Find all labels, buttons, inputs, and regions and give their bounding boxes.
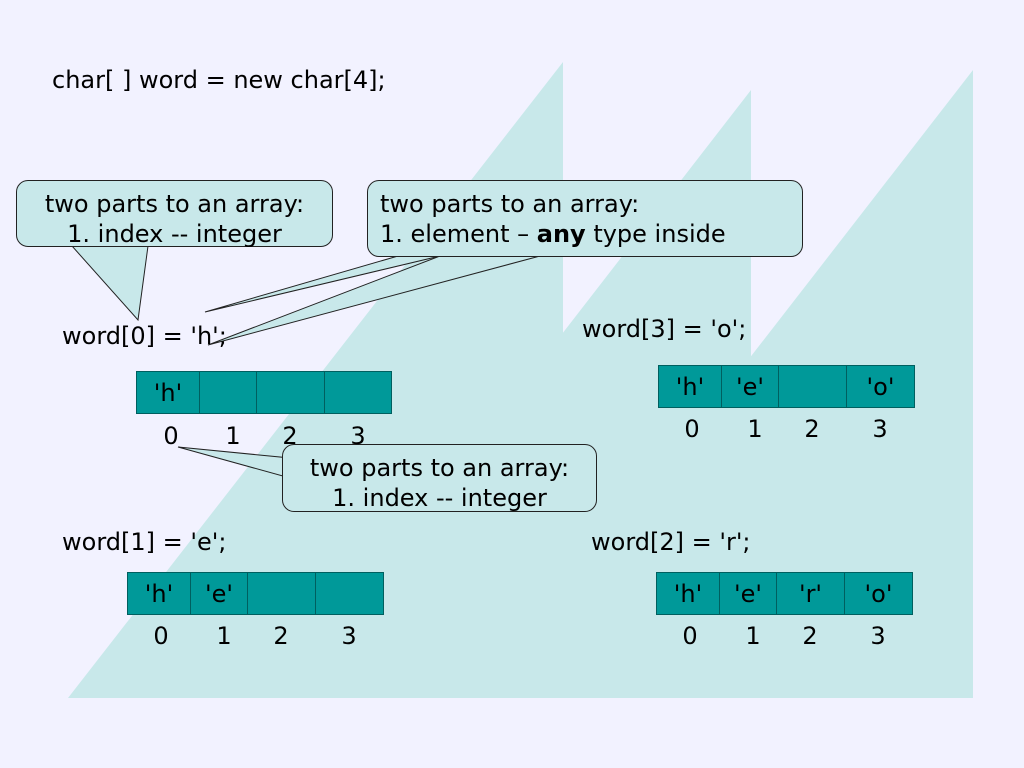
array-cell: 'h' (136, 371, 200, 414)
array-index: 2 (802, 622, 818, 650)
callout-text: type inside (585, 220, 726, 248)
callout-line: two parts to an array: (380, 190, 640, 218)
array-index: 2 (282, 422, 298, 450)
array-index: 3 (350, 422, 366, 450)
array-index: 0 (682, 622, 698, 650)
callout-index-top: two parts to an array: 1. index -- integ… (16, 180, 333, 248)
array-cell: 'o' (844, 572, 913, 615)
declaration-line: char[ ] word = new char[4]; (52, 66, 386, 94)
array-index: 0 (163, 422, 179, 450)
array-cell: 'h' (658, 365, 722, 408)
assignment-statement: word[0] = 'h'; (62, 322, 227, 350)
array-index: 3 (872, 415, 888, 443)
array-cell (247, 572, 316, 615)
callout-element: two parts to an array: 1. element – any … (367, 180, 803, 257)
array-cell (256, 371, 325, 414)
callout-line: 1. index -- integer (67, 220, 282, 248)
array-cell: 'r' (776, 572, 845, 615)
array-index: 2 (804, 415, 820, 443)
array-index: 1 (747, 415, 763, 443)
callout-line: two parts to an array: (44, 190, 305, 218)
array-index: 1 (216, 622, 232, 650)
array-cell (199, 371, 257, 414)
array-index: 0 (684, 415, 700, 443)
assignment-statement: word[1] = 'e'; (62, 528, 227, 556)
callout-index-bottom: two parts to an array: 1. index -- integ… (282, 444, 597, 512)
callout-emphasis: any (536, 220, 586, 248)
assignment-statement: word[2] = 'r'; (591, 528, 751, 556)
array-index: 1 (745, 622, 761, 650)
array-cell (315, 572, 384, 615)
array-cell: 'h' (656, 572, 720, 615)
callout-line: two parts to an array: (309, 454, 570, 482)
array-cell: 'e' (719, 572, 777, 615)
callout-line: 1. index -- integer (332, 484, 547, 512)
assignment-statement: word[3] = 'o'; (582, 315, 747, 343)
array-cell: 'h' (127, 572, 191, 615)
array-cell: 'e' (721, 365, 779, 408)
array-cell: 'e' (190, 572, 248, 615)
array-index: 2 (273, 622, 289, 650)
array-cell (778, 365, 847, 408)
callout-text: 1. element – (380, 220, 537, 248)
array-cell (324, 371, 392, 414)
callout-line: 1. element – any type inside (380, 219, 790, 249)
array-index: 0 (153, 622, 169, 650)
array-cell: 'o' (846, 365, 915, 408)
array-index: 3 (870, 622, 886, 650)
array-index: 3 (341, 622, 357, 650)
array-index: 1 (225, 422, 241, 450)
